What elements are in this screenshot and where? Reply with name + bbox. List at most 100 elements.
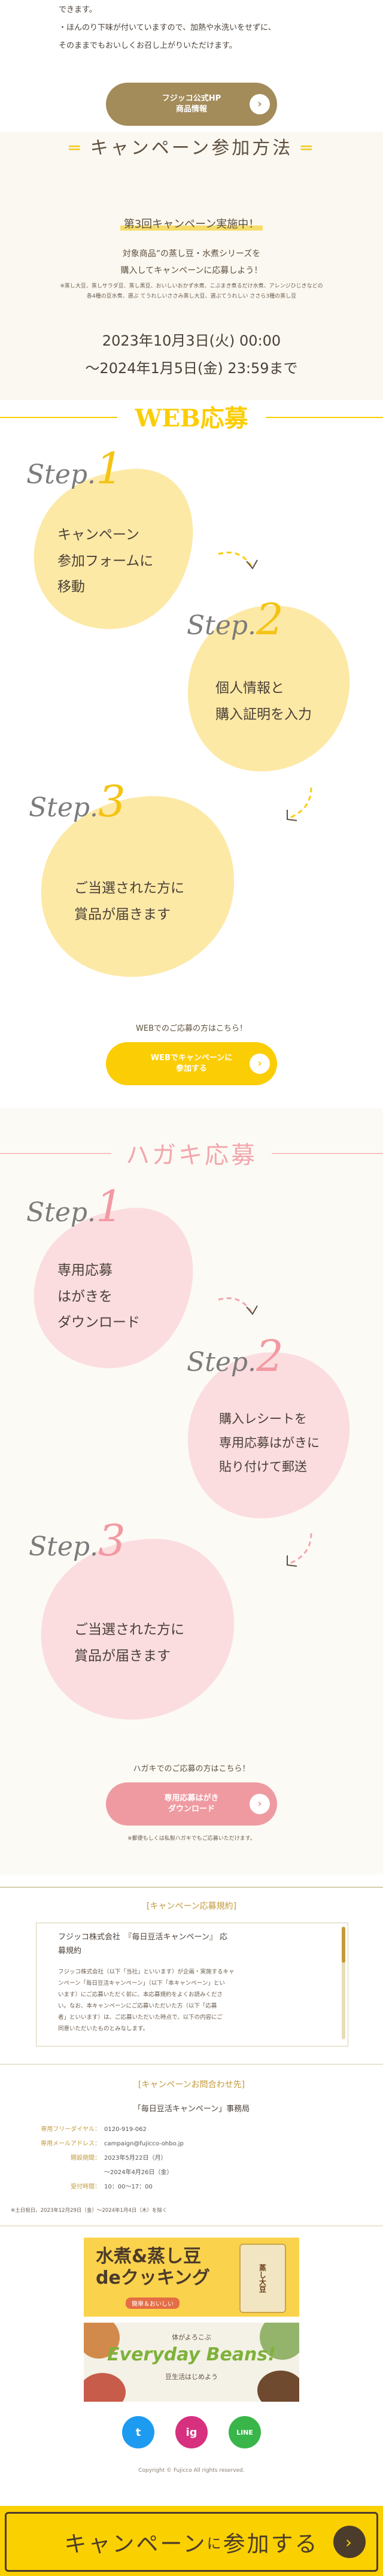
postcard-cta-lead: ハガキでのご応募の方はこちら！ <box>0 1762 383 1773</box>
step-line: 個人情報と <box>215 680 284 696</box>
contact-row: 専用メールアドレス：campaign@fujicco-ohbo.jp <box>34 2138 184 2147</box>
chevron-right-icon: › <box>333 2526 366 2558</box>
web-title-line-left <box>0 417 117 418</box>
step-line: 専用応募 <box>57 1263 113 1278</box>
postcard-title: ハガキ応募 <box>0 1136 383 1170</box>
postcard-button-line1: 専用応募はがき <box>164 1794 219 1803</box>
web-cta-lead-text: WEBでのご応募の方はこちら！ <box>136 1024 247 1033</box>
contact-value[interactable]: campaign@fujicco-ohbo.jp <box>104 2141 184 2147</box>
how-to-title-text: キャンペーン参加方法 <box>90 138 293 159</box>
banner2-main: Everyday Beans! <box>84 2344 299 2365</box>
postcard-step3-blob <box>41 1539 235 1720</box>
contact-heading-text: [キャンペーンお問合わせ先] <box>138 2080 245 2090</box>
postcard-step3-text: ご当選された方に 賞品が届きます <box>74 1617 184 1669</box>
web-title-text: WEB応募 <box>135 404 248 432</box>
contact-row: 開設期間：2023年5月22日（月） <box>34 2153 167 2162</box>
step-line: キャンペーン <box>57 527 139 543</box>
postcard-note: ※郵便もしくは私製ハガキでもご応募いただけます。 <box>0 1834 383 1842</box>
rules-body: フジッコ株式会社（以下「当社」といいます）が企画・実施するキャ ンペーン「毎日豆… <box>58 1966 235 2035</box>
step-number: 1 <box>96 1181 123 1231</box>
web-step1-label: Step.1 <box>26 443 123 494</box>
postcard-step1-text: 専用応募 はがきを ダウンロード <box>57 1258 140 1336</box>
banner2-small: 体がよろこぶ <box>84 2332 299 2342</box>
contact-heading: [キャンペーンお問合わせ先] <box>0 2078 383 2090</box>
rules-title-line: フジッコ株式会社 『毎日豆活キャンペーン』 応 <box>58 1933 227 1942</box>
web-step1-text: キャンペーン 参加フォームに 移動 <box>57 522 153 601</box>
contact-key: 受付時間： <box>71 2184 101 2190</box>
contact-row: 〜2024年4月26日（金） <box>34 2167 173 2176</box>
postcard-step3-label: Step.3 <box>29 1515 126 1566</box>
step-word: Step. <box>187 1347 257 1378</box>
hp-button-line1: フジッコ公式HP <box>162 94 221 104</box>
rules-scrollbar-thumb[interactable] <box>342 1927 345 1963</box>
contact-value[interactable]: 0120-919-062 <box>104 2126 147 2133</box>
postcard-step1-label: Step.1 <box>26 1181 123 1231</box>
step-number: 2 <box>256 594 284 644</box>
line-glyph: LINE <box>236 2428 253 2436</box>
contact-key: 専用フリーダイヤル： <box>41 2126 101 2133</box>
title-deco-icon: ═ <box>293 138 314 159</box>
line-icon[interactable]: LINE <box>229 2416 261 2448</box>
banner2-sub-text: 豆生活はじめよう <box>165 2373 218 2381</box>
how-to-highlight: 第3回キャンペーン実施中！ <box>0 216 383 231</box>
everyday-beans-banner[interactable]: 体がよろこぶ Everyday Beans! 豆生活はじめよう <box>84 2323 299 2402</box>
rules-scrollbar[interactable] <box>342 1927 345 2039</box>
web-title: WEB応募 <box>0 399 383 434</box>
step-word: Step. <box>26 459 96 490</box>
dashed-arrow-icon <box>287 1533 312 1567</box>
twitter-icon[interactable]: t <box>122 2416 154 2448</box>
step-word: Step. <box>29 792 99 823</box>
rules-body-line: い。なお、本キャンペーンにご応募いただいた方（以下「応募 <box>58 2003 217 2009</box>
contact-value: 2023年5月22日（月） <box>104 2155 167 2162</box>
postcard-step1-blob <box>34 1207 193 1369</box>
web-step3-blob <box>41 796 235 977</box>
instagram-icon[interactable]: ig <box>175 2416 208 2448</box>
step-line: 賞品が届きます <box>74 1648 171 1664</box>
web-button-line2: 参加する <box>175 1064 207 1073</box>
contact-row: 受付時間：10：00〜17：00 <box>34 2181 153 2190</box>
how-to-sub-line: 対象商品”の蒸し豆・水煮シリーズを <box>122 249 261 259</box>
step-line: 賞品が届きます <box>74 906 171 922</box>
step-number: 3 <box>98 776 126 827</box>
step-number: 1 <box>96 443 123 494</box>
copyright: Copyright © Fujicco All rights reserved. <box>0 2468 383 2474</box>
rules-box[interactable]: フジッコ株式会社 『毎日豆活キャンペーン』 応 募規約 フジッコ株式会社（以下「… <box>36 1923 348 2047</box>
contact-key: 専用メールアドレス： <box>41 2141 101 2147</box>
banner1-line2: deクッキング <box>96 2268 210 2289</box>
step-line: 移動 <box>57 579 85 595</box>
highlight-text: 第3回キャンペーン実施中！ <box>120 218 263 231</box>
step-word: Step. <box>187 610 257 641</box>
cooking-banner[interactable]: 水煮&蒸し豆 deクッキング 簡単＆おいしい 蒸し大豆 <box>84 2238 299 2317</box>
postcard-button-line2: ダウンロード <box>168 1805 215 1814</box>
web-entry-button[interactable]: WEBでキャンペーンに参加する › <box>106 1042 277 1085</box>
cooking-banner-title: 水煮&蒸し豆 deクッキング <box>96 2246 210 2289</box>
contact-value: 10：00〜17：00 <box>104 2184 153 2190</box>
postcard-download-button[interactable]: 専用応募はがきダウンロード › <box>106 1782 277 1826</box>
step-line: はがきを <box>57 1288 113 1304</box>
period-end: 〜2024年1月5日(金) 23:59まで <box>85 359 298 377</box>
postcard-step2-blob <box>187 1352 350 1519</box>
web-title-line-right <box>266 417 383 418</box>
how-to-fine: ※蒸し大豆、蒸しサラダ豆、蒸し黒豆、おいしいおかず水煮、こぶまき煮るだけ水煮、ア… <box>0 281 383 302</box>
food-photo-icon <box>257 2371 299 2402</box>
rules-heading-text: [キャンペーン応募規約] <box>146 1902 237 1911</box>
cta-label-b: に <box>206 2535 223 2552</box>
cooking-banner-tag: 簡単＆おいしい <box>126 2297 180 2309</box>
cta-label-c: 参加する <box>223 2531 319 2557</box>
contact-org-text: 「毎日豆活キャンペーン」事務局 <box>133 2105 250 2114</box>
contact-note-text: ※土日祝日、2023年12月29日（金）〜2024年1月4日（木）を除く <box>11 2208 168 2214</box>
banner2-main-text: Everyday Beans! <box>107 2344 276 2365</box>
step-line: 購入レシートを <box>219 1412 307 1426</box>
join-campaign-button[interactable]: キャンペーンに参加する › <box>5 2512 378 2572</box>
postcard-cta-lead-text: ハガキでのご応募の方はこちら！ <box>133 1764 250 1773</box>
step-line: ご当選された方に <box>74 1622 184 1637</box>
contact-key: 開設期間： <box>71 2155 101 2162</box>
banner2-sub: 豆生活はじめよう <box>84 2372 299 2381</box>
postcard-step2-text: 購入レシートを 専用応募はがきに 貼り付けて郵送 <box>219 1407 320 1479</box>
title-deco-icon: ═ <box>69 138 90 159</box>
web-step1-blob <box>34 468 193 629</box>
twitter-glyph: t <box>135 2426 141 2439</box>
divider <box>0 2064 383 2065</box>
